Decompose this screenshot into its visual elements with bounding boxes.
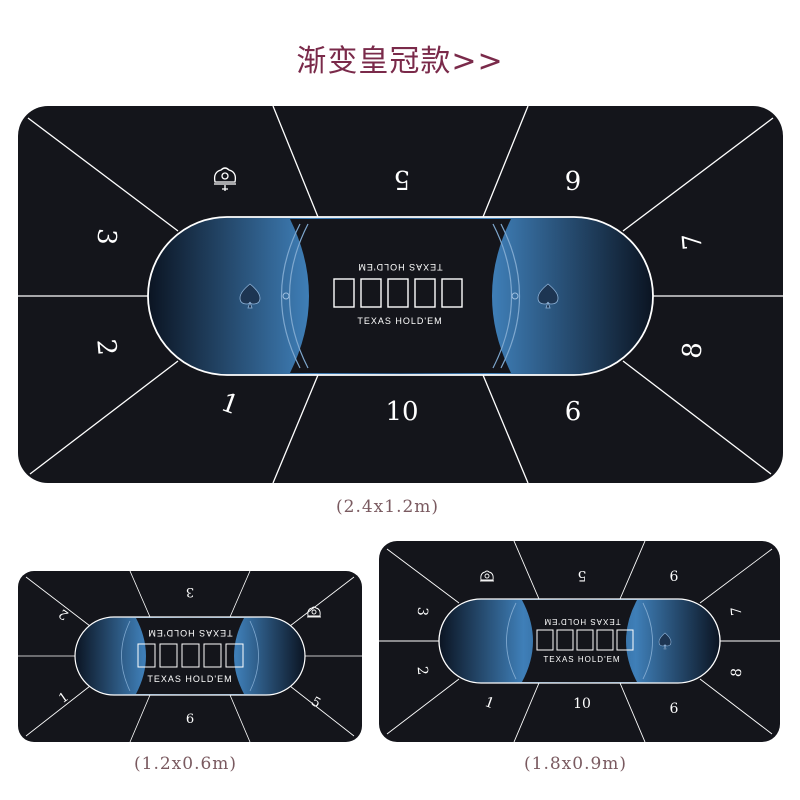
medium-seat-number: 3 [414, 606, 431, 616]
spade-icon [658, 632, 672, 650]
large-brand-text-flipped: TEXAS HOLD'EM [357, 262, 442, 272]
large-seat-number: 6 [565, 397, 582, 427]
medium-seat-number: 10 [573, 696, 591, 712]
large-seat-number: 5 [394, 164, 411, 194]
large-community-card-slots [333, 278, 463, 308]
medium-mat-svg: TEXAS HOLD'EM TEXAS HOLD'EM 1 2 3 5 6 7 … [379, 541, 780, 742]
crown-icon [213, 167, 237, 191]
medium-seat-number: 5 [578, 567, 587, 583]
large-mat-size-label: (2.4x1.2m) [336, 497, 440, 517]
small-mat-svg: TEXAS HOLD'EM TEXAS HOLD'EM 1 2 3 5 6 [18, 571, 362, 742]
page-title: 渐变皇冠款>> [296, 44, 504, 79]
medium-seat-number: 8 [729, 668, 746, 678]
medium-poker-mat: TEXAS HOLD'EM TEXAS HOLD'EM 1 2 3 5 6 7 … [379, 541, 780, 742]
small-brand-text: TEXAS HOLD'EM [147, 674, 232, 684]
small-brand-text-flipped: TEXAS HOLD'EM [147, 628, 232, 638]
large-mat-svg: TEXAS HOLD'EM TEXAS HOLD'EM 1 2 3 5 6 7 … [18, 106, 783, 483]
small-seat-dividers [18, 571, 362, 742]
medium-table-center [522, 600, 637, 682]
medium-seat-number: 6 [670, 701, 679, 717]
crown-icon [307, 606, 321, 618]
medium-seat-dividers [379, 541, 780, 742]
medium-community-card-slots [536, 629, 634, 651]
spade-icon [537, 283, 559, 309]
small-mat-size-label: (1.2x0.6m) [134, 754, 238, 774]
spade-icon [239, 283, 261, 309]
small-table-center [136, 618, 244, 694]
large-seat-dividers [18, 106, 783, 483]
medium-seat-number: 7 [729, 606, 746, 616]
large-seat-number: 2 [90, 338, 121, 357]
small-poker-mat: TEXAS HOLD'EM TEXAS HOLD'EM 1 2 3 5 6 [18, 571, 362, 742]
crown-icon [480, 570, 494, 582]
large-seat-number: 6 [565, 164, 582, 194]
large-seat-number: 8 [677, 341, 708, 360]
large-seat-number: 3 [90, 227, 121, 246]
medium-mat-size-label: (1.8x0.9m) [524, 754, 628, 774]
small-community-card-slots [137, 643, 244, 668]
large-seat-number: 10 [385, 397, 418, 427]
small-seat-number: 3 [186, 584, 194, 599]
medium-brand-text-flipped: TEXAS HOLD'EM [543, 617, 620, 626]
large-poker-mat: TEXAS HOLD'EM TEXAS HOLD'EM 1 2 3 5 6 7 … [18, 106, 783, 483]
large-seat-number: 7 [677, 232, 708, 251]
medium-seat-number: 2 [414, 666, 431, 676]
medium-brand-text: TEXAS HOLD'EM [543, 655, 620, 664]
small-seat-number: 6 [186, 712, 194, 727]
large-brand-text: TEXAS HOLD'EM [357, 316, 442, 326]
medium-seat-number: 6 [670, 569, 679, 585]
large-table-center [290, 219, 511, 373]
